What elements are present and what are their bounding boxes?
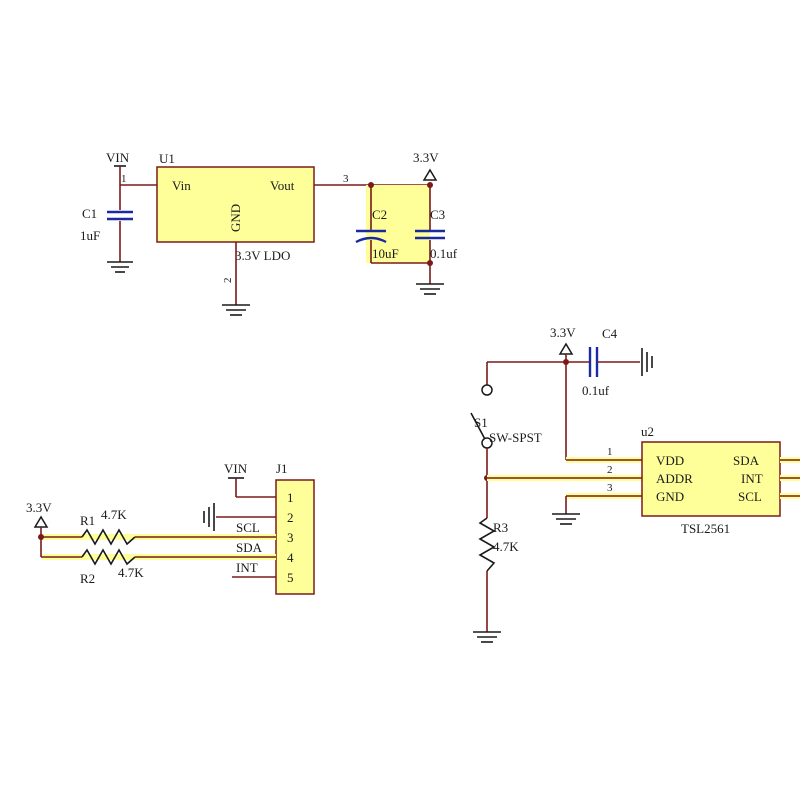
j1-ground-icon (203, 503, 215, 531)
pullup-3v3-label: 3.3V (26, 500, 52, 515)
r1-ref: R1 (80, 513, 95, 528)
sensor-ground-icon (552, 513, 580, 525)
u1-value: 3.3V LDO (235, 248, 290, 263)
c1-ref: C1 (82, 206, 97, 221)
u1-pin-gnd: GND (228, 204, 243, 232)
j1-pin-4: 4 (287, 550, 294, 565)
c2-ref: C2 (372, 207, 387, 222)
u2-pin-sda: SDA (733, 453, 760, 468)
c4-value: 0.1uf (582, 383, 610, 398)
scl-net-label: SCL (236, 520, 260, 535)
r3-resistor (478, 517, 496, 632)
u1-pin-vin: Vin (172, 178, 191, 193)
r2-ref: R2 (80, 571, 95, 586)
r3-value: 4.7K (493, 539, 519, 554)
u1-ground-icon (222, 304, 250, 316)
c4-ground-icon (641, 348, 653, 376)
c3-ground-junction (427, 260, 433, 266)
j1-pin-5: 5 (287, 570, 294, 585)
pullup-3v3-power-icon (33, 515, 49, 557)
u2-pin-addr: ADDR (656, 471, 693, 486)
c1-ground-icon (107, 261, 133, 273)
c3-ground-icon (416, 283, 444, 295)
c3-junction-dot (427, 182, 433, 188)
vin-power-symbol (114, 165, 126, 185)
sensor-3v3-label: 3.3V (550, 325, 576, 340)
r2-resistor (41, 548, 216, 566)
j1-pin-1: 1 (287, 490, 294, 505)
j1-vin-power-symbol (228, 477, 276, 498)
int-net-label: INT (236, 560, 258, 575)
c4-capacitor (588, 347, 640, 377)
u1-regulator-body (156, 166, 315, 243)
u1-pin-3-number: 3 (343, 173, 349, 185)
j1-ref: J1 (276, 461, 288, 476)
u2-ref: u2 (641, 424, 654, 439)
cap-group-highlight (366, 185, 430, 263)
c3-value: 0.1uf (430, 246, 458, 261)
c3-ref: C3 (430, 207, 445, 222)
u2-pin-1-number: 1 (607, 446, 613, 458)
r1-resistor (41, 528, 216, 546)
r3-ground-icon (473, 631, 501, 643)
c2-junction-dot (368, 182, 374, 188)
u2-pin-gnd: GND (656, 489, 684, 504)
u2-pin-scl: SCL (738, 489, 762, 504)
j1-vin-label: VIN (224, 461, 248, 476)
sensor-3v3-power-icon (558, 342, 574, 355)
r1-value: 4.7K (101, 507, 127, 522)
j1-pin-2: 2 (287, 510, 294, 525)
u1-pin-2-number: 2 (222, 278, 234, 284)
u1-pin-vout: Vout (270, 178, 295, 193)
sda-net-label: SDA (236, 540, 263, 555)
vout-3v3-label: 3.3V (413, 150, 439, 165)
j1-connector-body (275, 479, 315, 595)
r2-value: 4.7K (118, 565, 144, 580)
c2-capacitor (355, 185, 387, 263)
u2-value: TSL2561 (681, 521, 730, 536)
c1-value: 1uF (80, 228, 100, 243)
vin-label: VIN (106, 150, 130, 165)
s1-terminal-top (481, 384, 493, 396)
c1-capacitor (107, 185, 133, 262)
s1-value: SW-SPST (489, 430, 542, 445)
j1-pin-3: 3 (287, 530, 294, 545)
u2-pin-2-number: 2 (607, 464, 613, 476)
vout-3v3-power-icon (422, 168, 438, 181)
u2-pin-vdd: VDD (656, 453, 684, 468)
u1-pin-1-number: 1 (121, 173, 127, 185)
u1-ref: U1 (159, 151, 175, 166)
r3-ref: R3 (493, 520, 508, 535)
u2-pin-3-number: 3 (607, 482, 613, 494)
c3-capacitor (415, 185, 445, 284)
c4-ref: C4 (602, 326, 618, 341)
u2-sensor-body (641, 441, 781, 517)
u2-pin-int: INT (741, 471, 763, 486)
s1-ref: S1 (474, 415, 488, 430)
c2-value: 10uF (372, 246, 399, 261)
